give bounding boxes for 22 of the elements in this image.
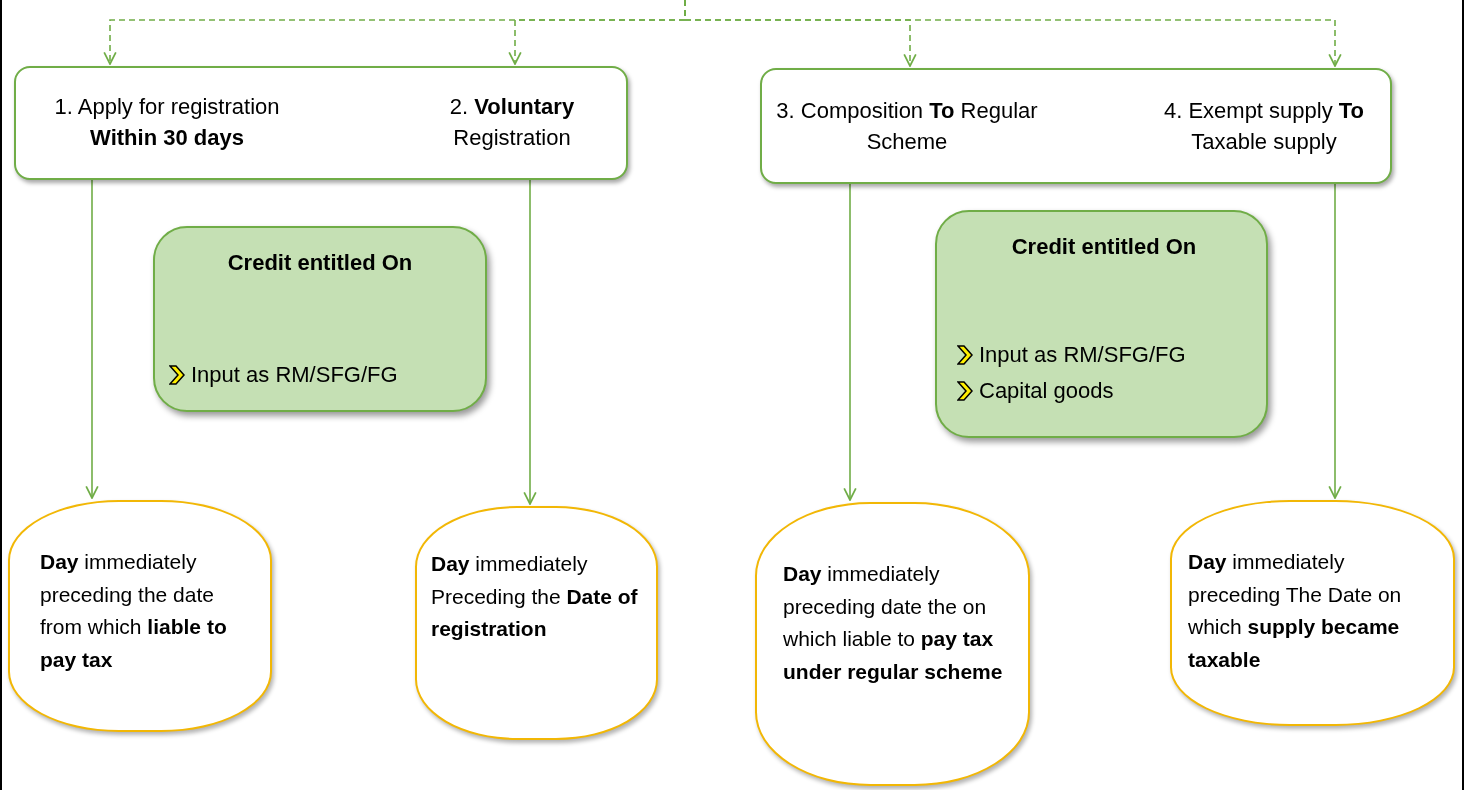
dashed-arrow bbox=[684, 0, 1342, 67]
box-text: Day immediately Preceding the Date of registration bbox=[431, 551, 639, 643]
arrow bbox=[523, 179, 537, 505]
credit-box bbox=[153, 226, 487, 412]
bullet-text: Input as RM/SFG/FG bbox=[191, 361, 398, 389]
arrow bbox=[85, 179, 99, 499]
arrow bbox=[843, 183, 857, 501]
box-text: Day immediately preceding The Date on which supply became taxable bbox=[1188, 549, 1403, 673]
box-heading: Credit entitled On bbox=[1010, 233, 1198, 261]
credit-box bbox=[935, 210, 1268, 438]
bullet-text: Capital goods bbox=[979, 377, 1114, 405]
box-text: 3. Composition To Regular Scheme bbox=[775, 97, 1039, 156]
bullet-text: Input as RM/SFG/FG bbox=[979, 341, 1186, 369]
box-text: Day immediately preceding the date from which liable to pay tax bbox=[40, 549, 228, 673]
process-box bbox=[14, 66, 628, 180]
box-heading: Credit entitled On bbox=[226, 249, 414, 277]
box-text: 2. Voluntary Registration bbox=[448, 93, 576, 152]
box-text: Day immediately preceding date the on which liable to pay tax under regular scheme bbox=[783, 561, 1004, 685]
arrow bbox=[1328, 183, 1342, 499]
process-box bbox=[760, 68, 1392, 184]
box-text: 4. Exempt supply To Taxable supply bbox=[1162, 97, 1366, 156]
box-text: 1. Apply for registration Within 30 days bbox=[53, 93, 281, 152]
